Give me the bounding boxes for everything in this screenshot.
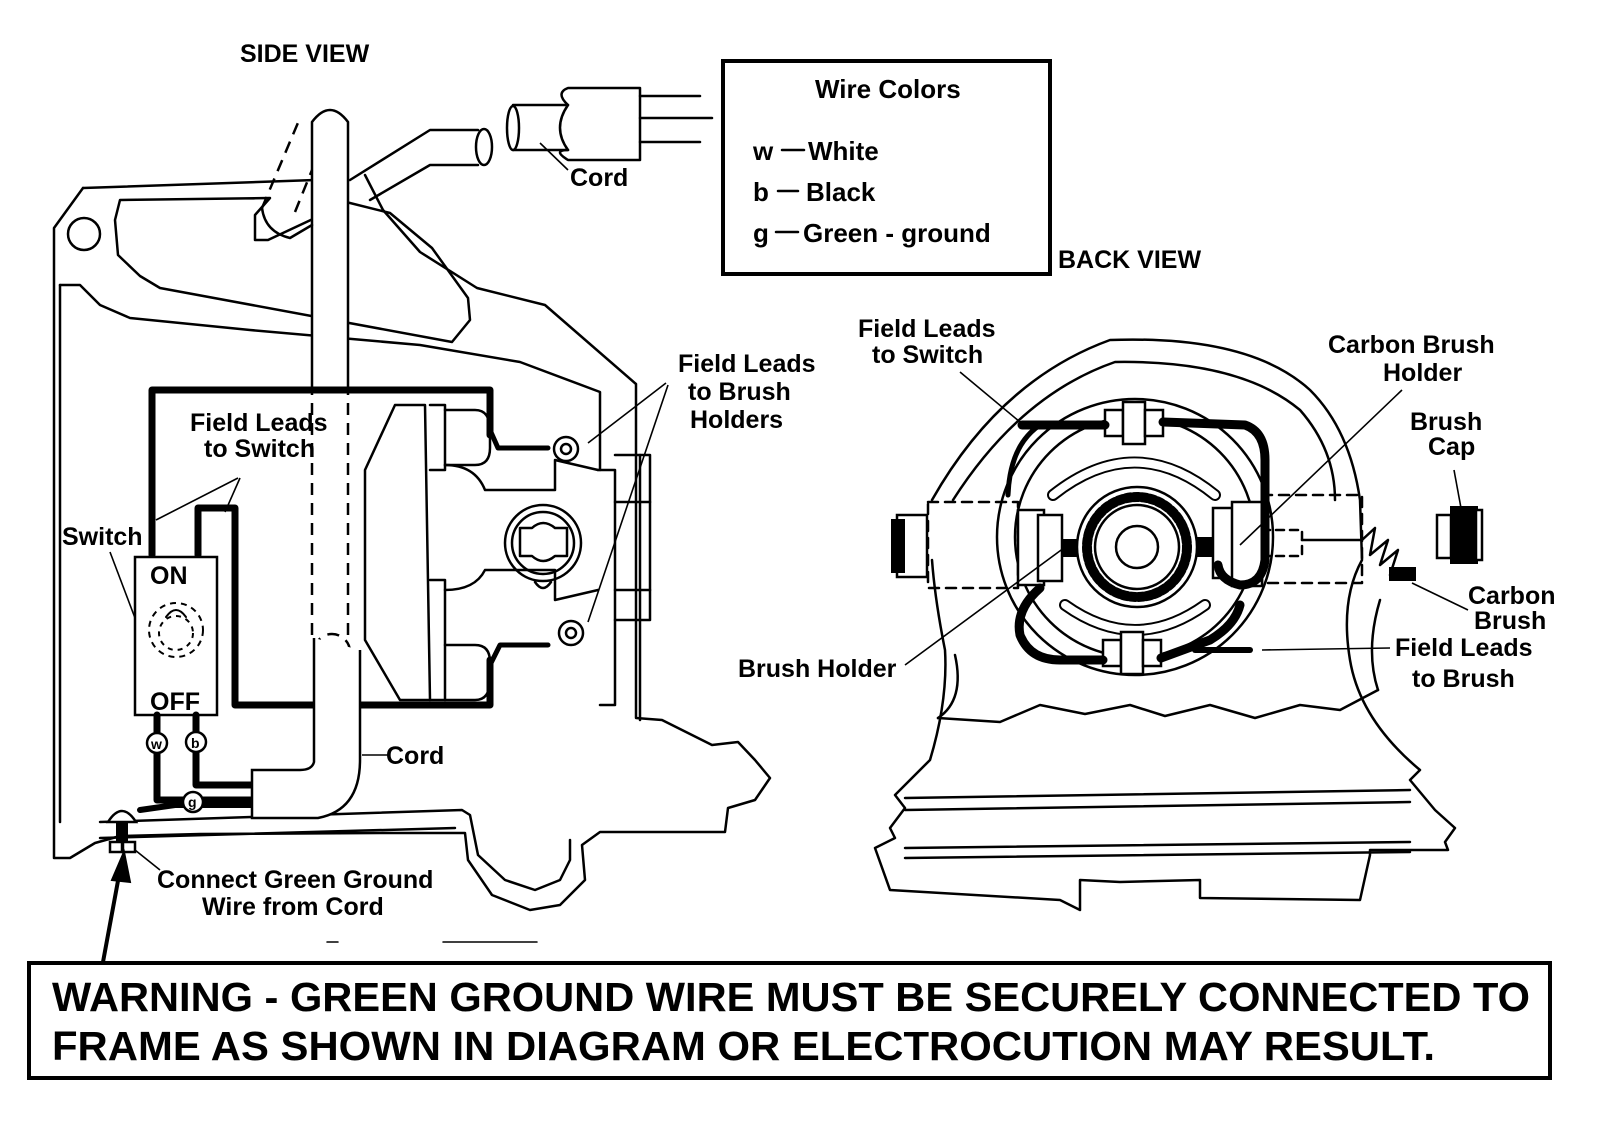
side-cord-tube — [260, 108, 352, 672]
terminal-g: g — [188, 794, 197, 810]
switch-wires: w b g — [105, 711, 256, 854]
legend-name: White — [808, 136, 879, 166]
terminal-b: b — [191, 735, 200, 751]
legend-title: Wire Colors — [815, 74, 961, 104]
label-carbon-brush-1: Carbon — [1468, 582, 1556, 610]
warning-box: WARNING - GREEN GROUND WIRE MUST BE SECU… — [27, 961, 1552, 1080]
legend-name: Green - ground — [803, 218, 991, 248]
leader-field-leads-switch-a — [155, 477, 239, 521]
label-field-leads-brush-3: Holders — [690, 406, 783, 434]
label-brush-holder: Brush Holder — [738, 655, 897, 683]
label-back-field-leads-switch-2: to Switch — [872, 341, 983, 369]
side-field-leads — [148, 386, 494, 709]
leader-field-leads-switch-b — [224, 477, 241, 513]
legend-code: g — [753, 218, 769, 248]
legend-code: b — [753, 177, 769, 207]
arrow-icon — [101, 848, 132, 964]
side-view: SIDE VIEW — [52, 40, 816, 964]
legend-item-black: b Black — [753, 177, 876, 207]
label-connect-ground-2: Wire from Cord — [202, 893, 384, 921]
switch-icon: ON OFF — [133, 555, 219, 717]
label-cord-bottom: Cord — [386, 742, 444, 770]
back-brush-holder-left — [891, 500, 1077, 590]
label-field-leads-to-switch-2: to Switch — [204, 435, 315, 463]
back-field-terminals — [1101, 400, 1165, 676]
legend-code: w — [752, 136, 774, 166]
leader-ground — [134, 849, 161, 871]
legend-name: Black — [806, 177, 876, 207]
label-field-leads-to-switch-1: Field Leads — [190, 409, 328, 437]
leader-switch — [109, 551, 136, 619]
label-field-leads-brush-2: to Brush — [688, 378, 791, 406]
leader-cord-top — [539, 142, 569, 171]
side-cord-elbow — [250, 638, 388, 820]
side-motor — [363, 403, 600, 702]
warning-line-1: WARNING - GREEN GROUND WIRE MUST BE SECU… — [52, 974, 1530, 1020]
legend-item-white: w White — [752, 136, 879, 166]
leader-carbon-brush — [1411, 582, 1469, 611]
label-back-field-leads-switch-1: Field Leads — [858, 315, 996, 343]
back-field-wires — [1005, 417, 1270, 665]
brush-cap-icon — [1435, 506, 1484, 564]
label-connect-ground-1: Connect Green Ground — [157, 866, 433, 894]
legend-item-green: g Green - ground — [753, 218, 991, 248]
leader-field-leads-to-brush — [1261, 647, 1391, 651]
leader-field-leads-brush-a — [587, 382, 667, 444]
wire-colors-legend: Wire Colors w White b Black g Green - gr… — [721, 59, 1052, 276]
plug-icon — [505, 86, 714, 162]
leader-brush-cap — [1453, 469, 1462, 509]
label-cord-top: Cord — [570, 164, 628, 192]
side-frame — [52, 127, 772, 912]
leader-carbon-brush-holder — [1239, 389, 1403, 546]
back-housing — [873, 338, 1457, 912]
terminal-w: w — [150, 736, 162, 752]
label-field-leads-to-brush-1: Field Leads — [1395, 634, 1533, 662]
label-carbon-brush-holder-2: Holder — [1383, 359, 1462, 387]
label-field-leads-brush-1: Field Leads — [678, 350, 816, 378]
back-view-title: BACK VIEW — [1058, 246, 1201, 274]
label-brush-cap-1: Brush — [1410, 408, 1482, 436]
leader-field-leads-brush-b — [587, 384, 669, 623]
warning-line-2: FRAME AS SHOWN IN DIAGRAM OR ELECTROCUTI… — [52, 1023, 1435, 1069]
leader-brush-holder — [904, 544, 1069, 666]
side-view-title: SIDE VIEW — [240, 40, 370, 68]
switch-off-label: OFF — [150, 688, 200, 716]
label-carbon-brush-2: Brush — [1474, 607, 1546, 635]
label-field-leads-to-brush-2: to Brush — [1412, 665, 1515, 693]
label-carbon-brush-holder-1: Carbon Brush — [1328, 331, 1495, 359]
label-switch: Switch — [62, 523, 143, 551]
switch-on-label: ON — [150, 562, 188, 590]
label-brush-cap-2: Cap — [1428, 433, 1475, 461]
leader-back-field-switch — [959, 371, 1027, 428]
back-view: BACK VIEW — [738, 246, 1556, 912]
carbon-brush-icon — [1360, 526, 1416, 581]
